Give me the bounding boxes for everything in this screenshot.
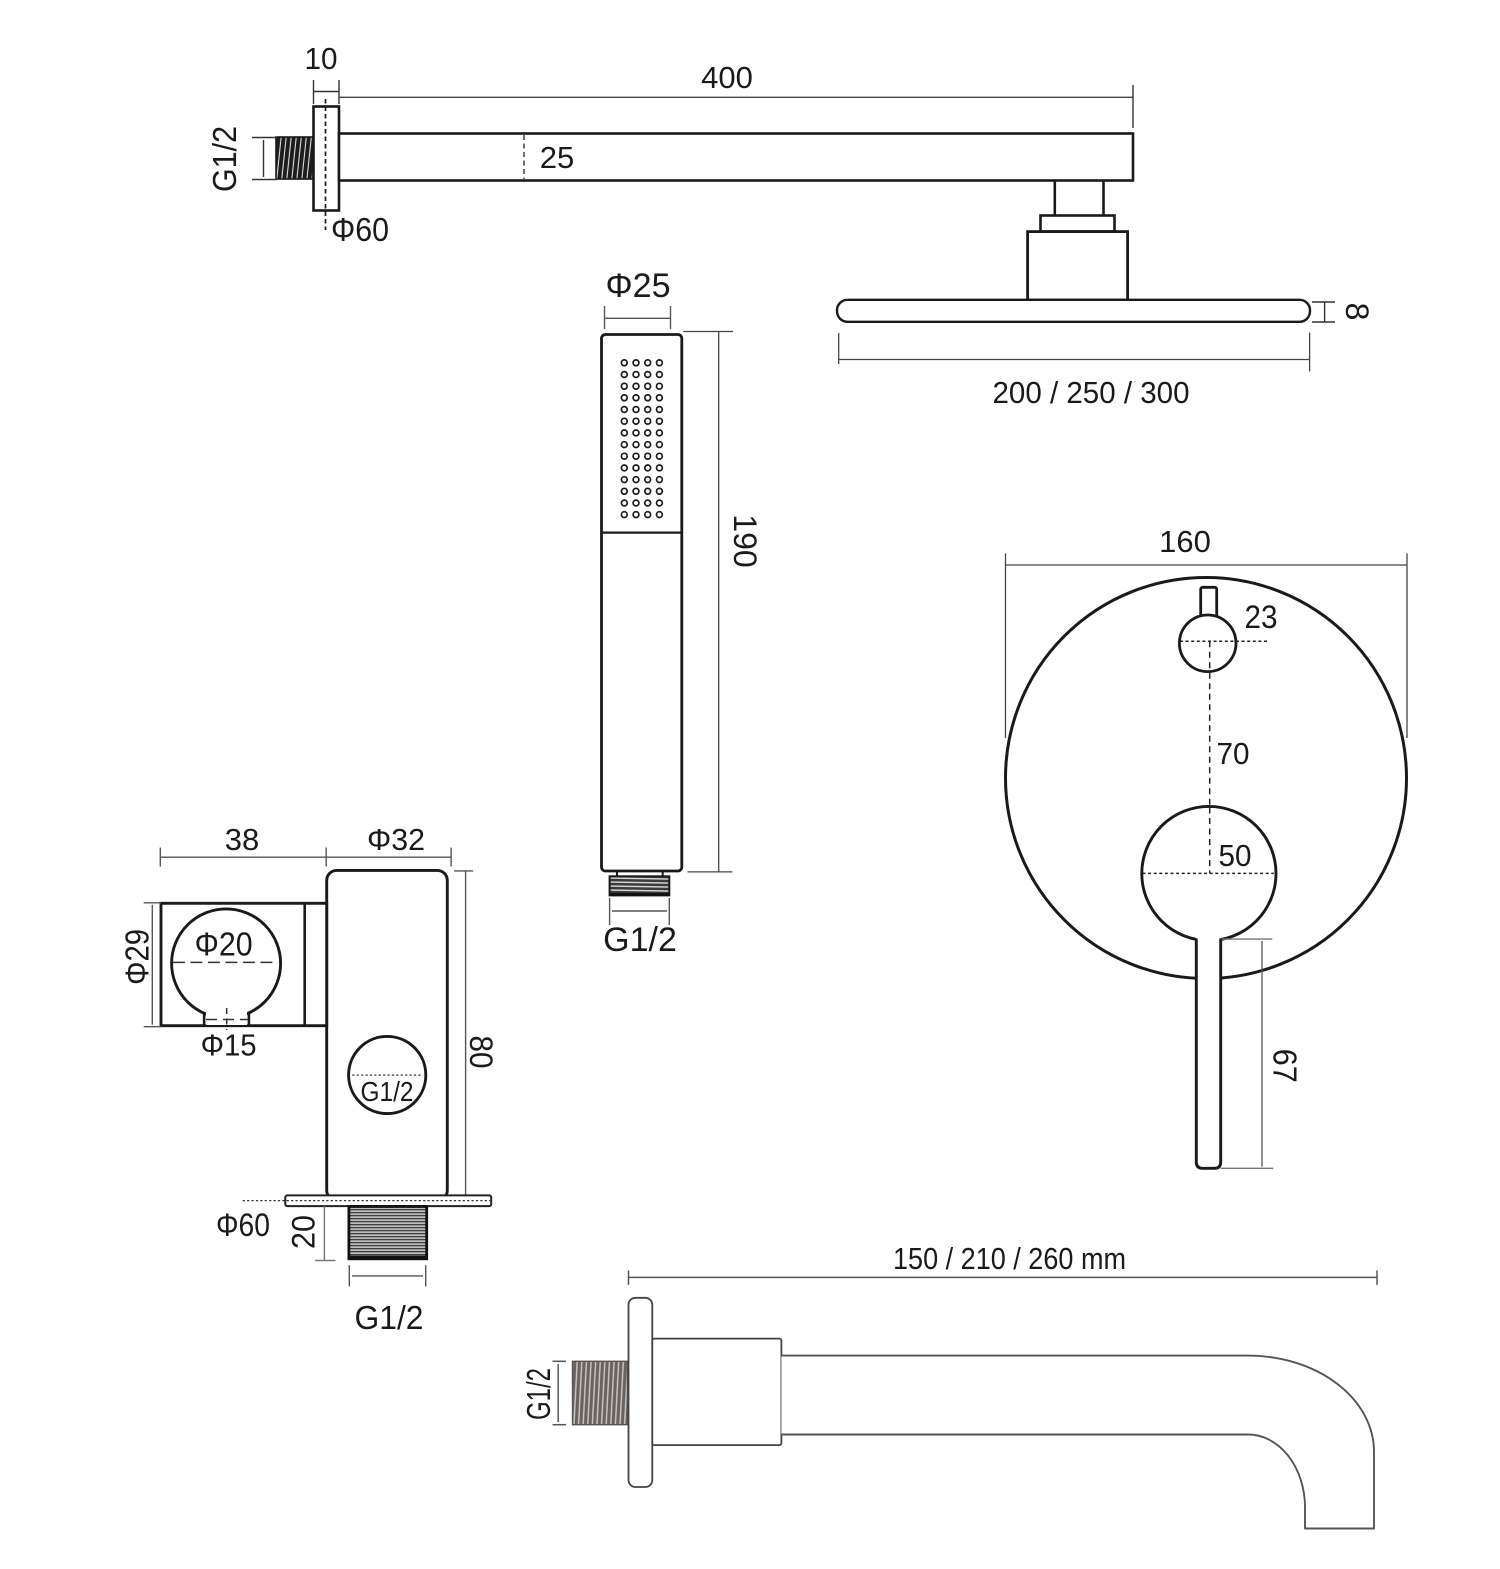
svg-text:G1/2: G1/2 xyxy=(520,1368,557,1420)
svg-text:8: 8 xyxy=(1339,303,1375,321)
svg-text:Φ32: Φ32 xyxy=(367,822,425,857)
svg-text:25: 25 xyxy=(540,140,574,175)
svg-text:190: 190 xyxy=(727,514,763,567)
svg-text:20: 20 xyxy=(285,1215,321,1249)
svg-text:G1/2: G1/2 xyxy=(361,1076,414,1107)
svg-text:Φ60: Φ60 xyxy=(216,1207,270,1243)
svg-text:38: 38 xyxy=(225,822,259,857)
svg-text:Φ15: Φ15 xyxy=(201,1028,257,1063)
svg-text:Φ25: Φ25 xyxy=(606,267,671,305)
svg-text:Φ29: Φ29 xyxy=(119,929,156,985)
svg-text:23: 23 xyxy=(1245,599,1278,635)
svg-text:70: 70 xyxy=(1217,736,1250,771)
svg-text:80: 80 xyxy=(463,1036,499,1069)
svg-text:160: 160 xyxy=(1159,524,1211,559)
svg-text:10: 10 xyxy=(305,41,338,76)
svg-text:200 / 250 / 300: 200 / 250 / 300 xyxy=(993,375,1190,410)
svg-text:67: 67 xyxy=(1267,1049,1304,1083)
svg-text:G1/2: G1/2 xyxy=(603,921,677,959)
svg-text:400: 400 xyxy=(701,60,753,95)
svg-text:Φ60: Φ60 xyxy=(331,211,389,248)
svg-text:G1/2: G1/2 xyxy=(355,1299,424,1336)
svg-text:G1/2: G1/2 xyxy=(206,126,243,192)
svg-text:50: 50 xyxy=(1219,838,1252,873)
svg-text:Φ20: Φ20 xyxy=(195,926,253,963)
svg-text:150 / 210 / 260 mm: 150 / 210 / 260 mm xyxy=(893,1241,1126,1276)
